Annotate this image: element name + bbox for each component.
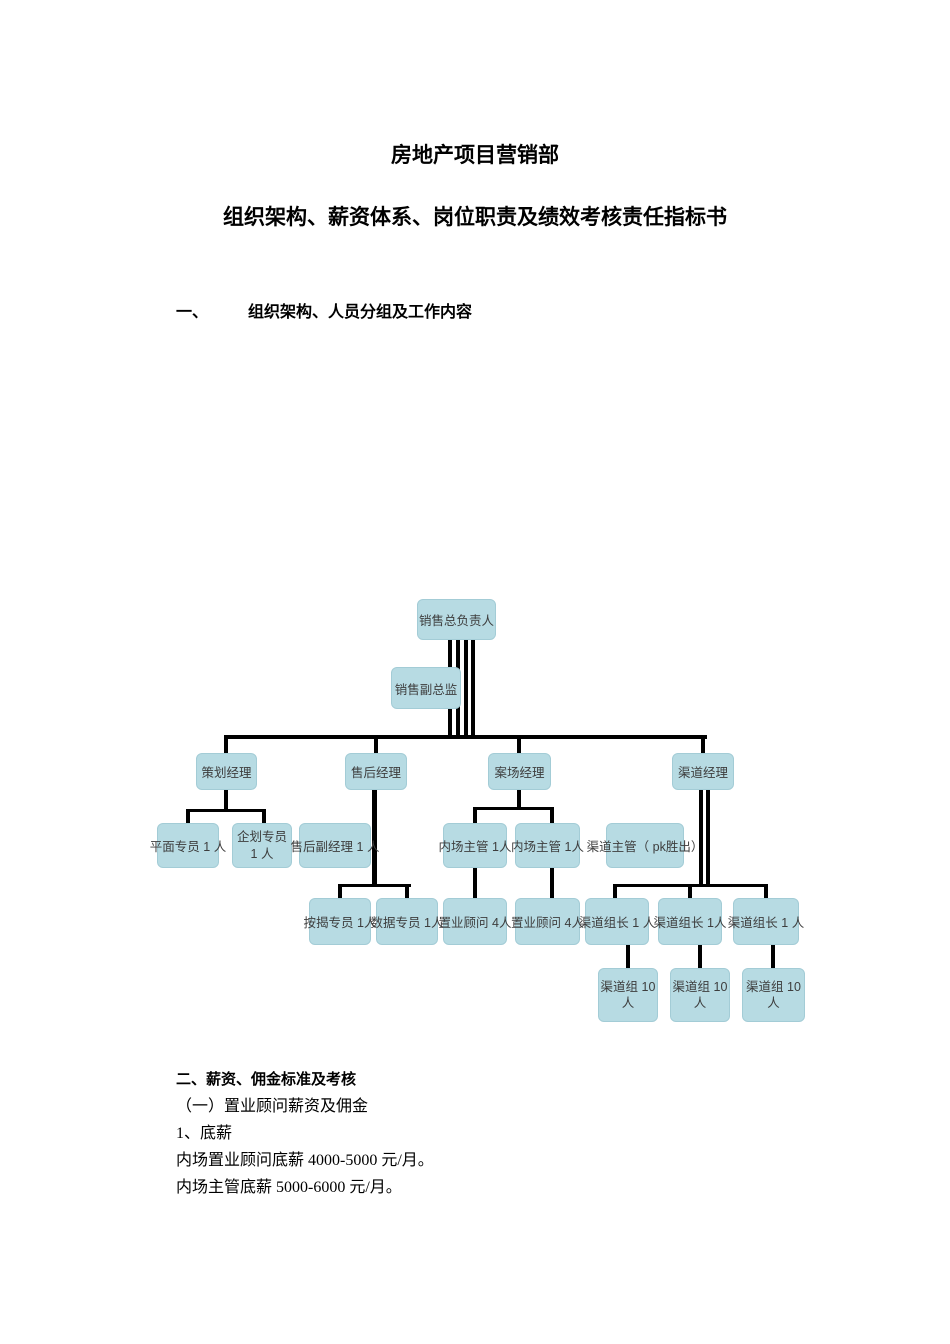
org-node-consultant-1: 置业顾问 4人 xyxy=(439,898,511,945)
connector-line xyxy=(699,790,703,884)
connector-line xyxy=(405,887,409,898)
org-node-channel-manager: 渠道经理 xyxy=(672,753,734,790)
connector-line xyxy=(186,809,266,812)
org-node-channel-group-1: 渠道组 10 人 xyxy=(598,968,658,1022)
org-node-site-manager: 案场经理 xyxy=(488,753,551,790)
connector-line xyxy=(613,887,617,898)
connector-line xyxy=(224,790,228,809)
connector-line xyxy=(517,790,521,807)
connector-line xyxy=(473,810,477,823)
section-1-number: 一、 xyxy=(176,304,209,321)
document-title: 房地产项目营销部 xyxy=(391,144,559,167)
org-node-channel-leader-2: 渠道组长 1人 xyxy=(654,898,726,945)
connector-line xyxy=(550,868,554,898)
org-node-planning-specialist: 企划专员 1 人 xyxy=(232,823,292,868)
connector-line xyxy=(224,739,228,753)
section-2-item-heading: 1、底薪 xyxy=(176,1125,233,1142)
connector-line xyxy=(764,887,768,898)
org-node-graphic-specialist: 平面专员 1 人 xyxy=(150,823,226,868)
connector-line xyxy=(613,884,768,887)
connector-line xyxy=(374,739,378,753)
org-node-channel-leader-1: 渠道组长 1 人 xyxy=(579,898,655,945)
section-1-heading: 一、 组织架构、人员分组及工作内容 xyxy=(176,298,472,322)
section-2-subheading: （一）置业顾问薪资及佣金 xyxy=(176,1098,369,1115)
section-2: 二、薪资、佣金标准及考核 （一）置业顾问薪资及佣金 1、底薪 内场置业顾问底薪 … xyxy=(176,1066,434,1201)
connector-line xyxy=(473,868,477,898)
connector-line xyxy=(464,640,468,739)
connector-line xyxy=(372,790,377,884)
org-node-sales-head: 销售总负责人 xyxy=(417,599,496,640)
org-node-channel-leader-3: 渠道组长 1 人 xyxy=(728,898,804,945)
connector-line xyxy=(473,807,554,810)
section-1-title: 组织架构、人员分组及工作内容 xyxy=(248,304,473,321)
connector-line xyxy=(338,884,411,887)
org-node-channel-group-3: 渠道组 10 人 xyxy=(742,968,805,1022)
org-node-aftersales-manager: 售后经理 xyxy=(345,753,407,790)
connector-line xyxy=(550,810,554,823)
section-2-heading: 二、薪资、佣金标准及考核 xyxy=(176,1071,357,1088)
connector-line xyxy=(338,887,342,898)
org-node-planning-manager: 策划经理 xyxy=(196,753,257,790)
connector-line xyxy=(517,739,521,753)
connector-line xyxy=(262,812,266,823)
org-node-inside-supervisor-2: 内场主管 1人 xyxy=(511,823,584,868)
org-node-channel-supervisor: 渠道主管（ pk胜出） xyxy=(587,823,703,868)
connector-line xyxy=(186,812,190,823)
org-node-inside-supervisor-1: 内场主管 1人 xyxy=(439,823,511,868)
org-node-mortgage-specialist: 按揭专员 1人 xyxy=(304,898,376,945)
org-node-sales-deputy: 销售副总监 xyxy=(391,667,461,709)
connector-line xyxy=(771,945,775,968)
connector-line xyxy=(698,945,702,968)
section-2-line-1: 内场置业顾问底薪 4000-5000 元/月。 xyxy=(176,1152,434,1169)
section-2-line-2: 内场主管底薪 5000-6000 元/月。 xyxy=(176,1179,402,1196)
org-node-aftersales-deputy: 售后副经理 1 人 xyxy=(291,823,379,868)
connector-line xyxy=(706,790,710,884)
org-node-consultant-2: 置业顾问 4人 xyxy=(511,898,584,945)
connector-line xyxy=(701,739,705,753)
connector-line xyxy=(626,945,630,968)
org-node-channel-group-2: 渠道组 10 人 xyxy=(670,968,730,1022)
connector-line xyxy=(471,640,475,739)
connector-line xyxy=(224,735,707,739)
document-subtitle: 组织架构、薪资体系、岗位职责及绩效考核责任指标书 xyxy=(223,206,727,229)
org-node-data-specialist: 数据专员 1人 xyxy=(371,898,443,945)
connector-line xyxy=(688,887,692,898)
